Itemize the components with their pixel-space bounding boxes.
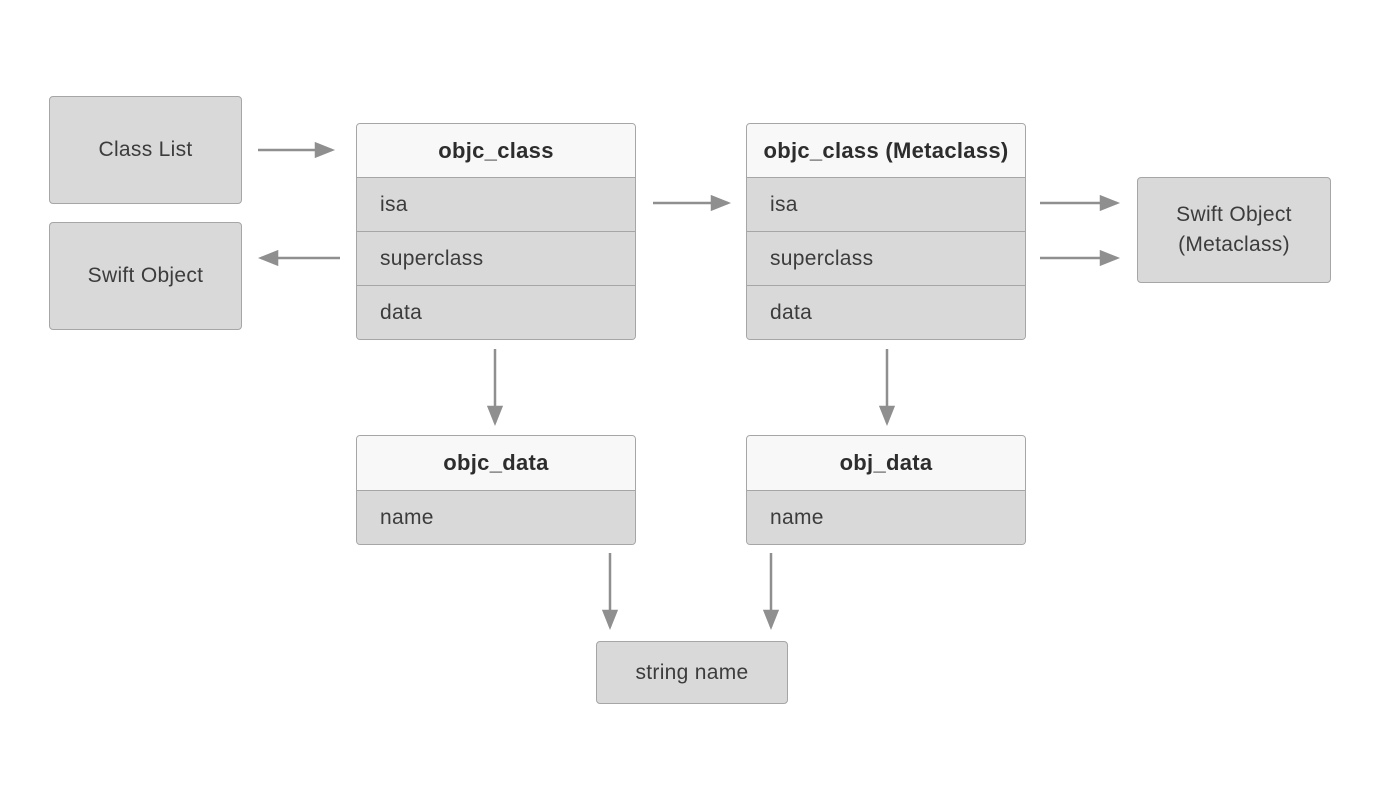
objc-class-row-data: data [357, 285, 635, 339]
objc-class-row-isa: isa [357, 177, 635, 231]
objc-class-metaclass-table-title: objc_class (Metaclass) [747, 124, 1025, 177]
objc-class-table: objc_class isa superclass data [356, 123, 636, 340]
string-name-label: string name [635, 660, 749, 684]
swift-object-metaclass-line1: Swift Object [1176, 203, 1292, 226]
objc-class-metaclass-row-superclass: superclass [747, 231, 1025, 285]
objc-data-row-name: name [357, 490, 635, 544]
swift-object-label: Swift Object [87, 264, 204, 287]
string-name-box: string name [596, 641, 788, 704]
objc-class-metaclass-table: objc_class (Metaclass) isa superclass da… [746, 123, 1026, 340]
objc-class-metaclass-row-data: data [747, 285, 1025, 339]
swift-object-metaclass-line2: (Metaclass) [1178, 233, 1290, 256]
obj-data-table-title: obj_data [747, 436, 1025, 490]
objc-class-metaclass-row-isa: isa [747, 177, 1025, 231]
class-list-label: Class List [98, 138, 193, 161]
objc-data-table-title: objc_data [357, 436, 635, 490]
class-list-box: Class List [49, 96, 242, 204]
swift-object-metaclass-label: Swift Object (Metaclass) [1176, 200, 1292, 260]
swift-object-box: Swift Object [49, 222, 242, 330]
swift-object-metaclass-box: Swift Object (Metaclass) [1137, 177, 1331, 283]
obj-data-table: obj_data name [746, 435, 1026, 545]
objc-class-row-superclass: superclass [357, 231, 635, 285]
objc-data-table: objc_data name [356, 435, 636, 545]
objc-class-table-title: objc_class [357, 124, 635, 177]
obj-data-row-name: name [747, 490, 1025, 544]
